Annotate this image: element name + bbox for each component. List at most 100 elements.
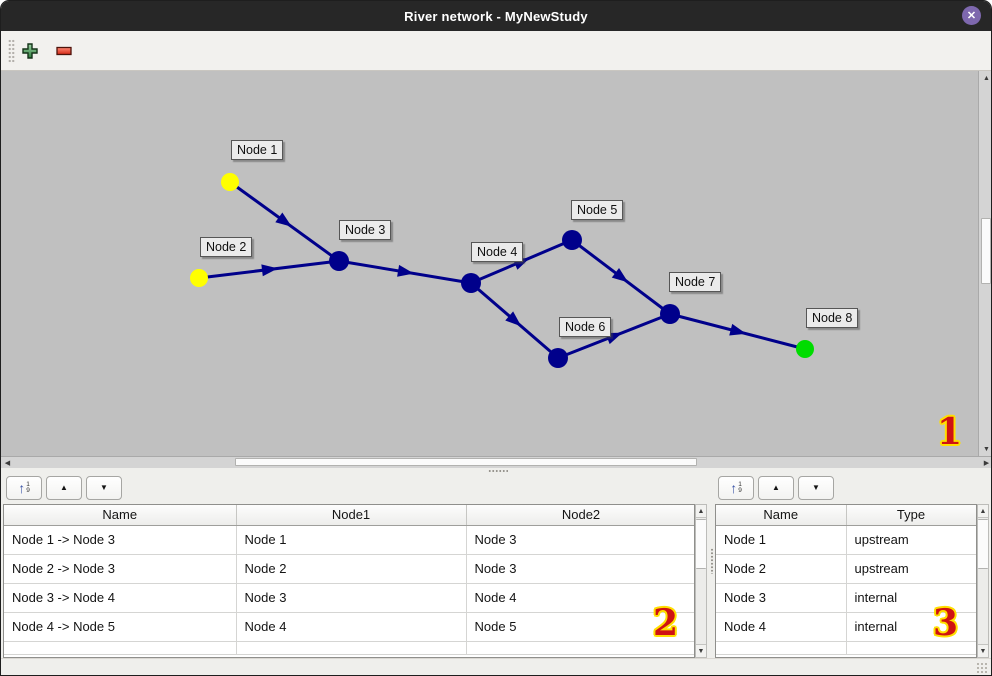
column-header-type[interactable]: Type [846, 505, 976, 526]
node-node-1[interactable] [221, 173, 239, 191]
title-bar[interactable]: River network - MyNewStudy ✕ [1, 1, 991, 31]
node-node-5[interactable] [562, 230, 582, 250]
column-header-node2[interactable]: Node2 [466, 505, 694, 526]
scroll-left-button[interactable]: ◀ [1, 458, 14, 468]
node-label: Node 5 [571, 200, 624, 220]
triangle-down-icon: ▼ [812, 483, 820, 492]
nodes-move-down-button[interactable]: ▼ [798, 476, 834, 500]
scroll-down-button[interactable]: ▼ [696, 644, 706, 657]
node-node-3[interactable] [329, 251, 349, 271]
table-cell[interactable]: Node 2 [236, 554, 467, 584]
table-cell [846, 641, 976, 655]
node-node-4[interactable] [461, 273, 481, 293]
table-cell[interactable]: Node 4 [236, 612, 467, 642]
node-label: Node 1 [231, 140, 284, 160]
table-cell[interactable]: upstream [846, 525, 976, 555]
table-cell[interactable]: Node 3 [466, 525, 694, 555]
remove-button[interactable] [51, 38, 77, 64]
step-annotation-2: 2 [653, 602, 679, 644]
table-cell[interactable]: Node 3 [716, 583, 847, 613]
window-title: River network - MyNewStudy [404, 8, 588, 24]
triangle-up-icon: ▲ [979, 507, 987, 515]
column-header-name[interactable]: Name [716, 505, 847, 526]
triangle-up-icon: ▲ [697, 507, 705, 515]
table-cell[interactable]: Node 3 -> Node 4 [4, 583, 237, 613]
links-table-scrollbar[interactable]: ▲ ▼ [695, 504, 707, 658]
minus-icon [56, 46, 72, 56]
plus-icon [22, 43, 38, 59]
scroll-down-button[interactable]: ▼ [978, 644, 988, 657]
table-cell[interactable]: Node 2 -> Node 3 [4, 554, 237, 584]
vertical-scroll-thumb[interactable] [981, 218, 991, 284]
node-node-6[interactable] [548, 348, 568, 368]
flow-arrow-icon [261, 264, 278, 277]
table-cell[interactable]: Node 4 [716, 612, 847, 642]
table-cell[interactable]: Node 4 -> Node 5 [4, 612, 237, 642]
scroll-right-button[interactable]: ▶ [980, 458, 991, 468]
column-header-node1[interactable]: Node1 [236, 505, 467, 526]
toolbar-drag-handle[interactable] [8, 39, 15, 64]
canvas-vertical-scrollbar[interactable]: ▲ ▼ [978, 71, 991, 456]
table-cell[interactable]: Node 3 [466, 554, 694, 584]
vertical-splitter-handle[interactable] [710, 548, 714, 574]
triangle-down-icon: ▼ [100, 483, 108, 492]
column-header-name[interactable]: Name [4, 505, 237, 526]
table-cell[interactable]: upstream [846, 554, 976, 584]
node-label: Node 3 [339, 220, 392, 240]
links-move-up-button[interactable]: ▲ [46, 476, 82, 500]
triangle-right-icon: ▶ [983, 460, 990, 467]
table-cell[interactable]: Node 1 [236, 525, 467, 555]
links-move-down-button[interactable]: ▼ [86, 476, 122, 500]
triangle-up-icon: ▲ [983, 74, 990, 82]
table-cell[interactable]: Node 4 [466, 583, 694, 613]
scroll-up-button[interactable]: ▲ [980, 71, 991, 85]
triangle-left-icon: ◀ [4, 460, 11, 467]
scroll-up-button[interactable]: ▲ [978, 505, 988, 518]
step-annotation-1: 1 [937, 411, 963, 453]
table-cell[interactable]: Node 2 [716, 554, 847, 584]
table-cell[interactable]: Node 1 [716, 525, 847, 555]
resize-grip-icon[interactable] [976, 662, 989, 674]
table-row-empty [4, 641, 694, 655]
close-button[interactable]: ✕ [962, 6, 981, 25]
triangle-down-icon: ▼ [979, 647, 987, 655]
horizontal-scroll-thumb[interactable] [235, 458, 697, 466]
vertical-scroll-thumb[interactable] [696, 519, 706, 569]
scroll-up-button[interactable]: ▲ [696, 505, 706, 518]
table-cell[interactable]: internal [846, 583, 976, 613]
table-cell[interactable]: Node 5 [466, 612, 694, 642]
node-node-2[interactable] [190, 269, 208, 287]
canvas-horizontal-scrollbar[interactable]: ◀ ▶ [1, 456, 991, 468]
vertical-scroll-thumb[interactable] [978, 519, 988, 569]
table-cell[interactable]: Node 3 [236, 583, 467, 613]
step-annotation-3: 3 [933, 602, 959, 644]
table-cell[interactable]: Node 1 -> Node 3 [4, 525, 237, 555]
node-label: Node 4 [471, 242, 524, 262]
node-node-8[interactable] [796, 340, 814, 358]
horizontal-splitter-handle[interactable] [488, 469, 508, 473]
triangle-up-icon: ▲ [60, 483, 68, 492]
flow-arrow-icon [397, 264, 414, 277]
table-cell[interactable]: internal [846, 612, 976, 642]
node-label: Node 8 [806, 308, 859, 328]
nodes-table-scrollbar[interactable]: ▲ ▼ [977, 504, 989, 658]
nodes-move-up-button[interactable]: ▲ [758, 476, 794, 500]
add-button[interactable] [17, 38, 43, 64]
table-row-empty [716, 641, 976, 655]
node-node-7[interactable] [660, 304, 680, 324]
scroll-down-button[interactable]: ▼ [980, 442, 991, 456]
triangle-down-icon: ▼ [697, 647, 705, 655]
